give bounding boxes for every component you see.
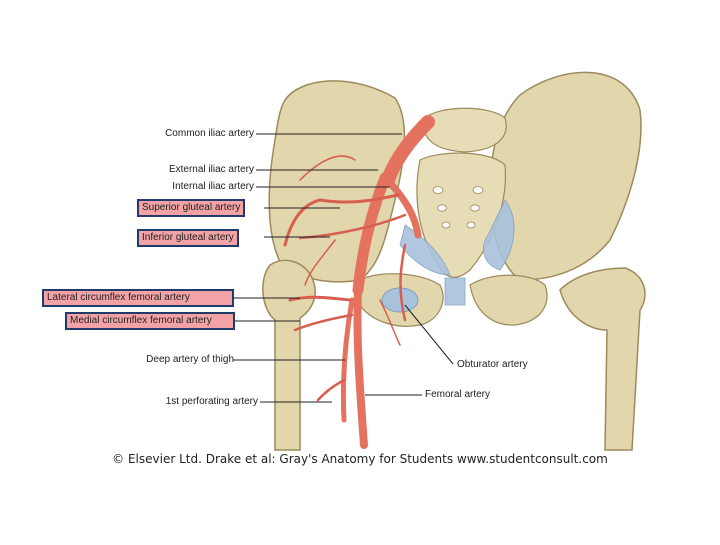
perforating-branch — [316, 378, 346, 402]
label-lateral-circumflex-femoral-artery: Lateral circumflex femoral artery — [42, 289, 234, 307]
right-ilium — [489, 71, 642, 281]
label-medial-circumflex-femoral-artery: Medial circumflex femoral artery — [65, 312, 235, 330]
label-superior-gluteal-artery: Superior gluteal artery — [137, 199, 246, 217]
femoral-artery-shape — [353, 286, 368, 449]
lumbar-vertebra — [423, 107, 507, 153]
label-internal-iliac-artery: Internal iliac artery — [172, 181, 254, 192]
label-obturator-artery: Obturator artery — [457, 359, 528, 370]
small-branches — [299, 155, 401, 346]
copyright-credit: © Elsevier Ltd. Drake et al: Gray's Anat… — [112, 452, 608, 466]
label-first-perforating-artery: 1st perforating artery — [165, 396, 258, 407]
lateral-circumflex-branch — [288, 295, 352, 302]
label-inferior-gluteal-artery: Inferior gluteal artery — [137, 229, 239, 247]
internal-iliac-artery-shape — [388, 181, 422, 239]
label-common-iliac-artery: Common iliac artery — [165, 128, 254, 139]
medial-circumflex-branch — [293, 313, 354, 332]
external-iliac-artery-shape — [352, 172, 391, 296]
label-femoral-artery: Femoral artery — [425, 389, 491, 400]
leader-lines — [233, 133, 454, 403]
right-femur — [559, 267, 646, 451]
label-deep-artery-of-thigh: Deep artery of thigh — [146, 354, 234, 365]
common-iliac-artery-shape — [381, 115, 435, 187]
sacral-foramina — [432, 186, 484, 229]
superior-gluteal-branch — [283, 193, 400, 247]
right-pubis — [469, 274, 548, 326]
left-femur — [262, 259, 316, 451]
label-external-iliac-artery: External iliac artery — [168, 164, 254, 175]
obturator-branch — [399, 243, 407, 322]
